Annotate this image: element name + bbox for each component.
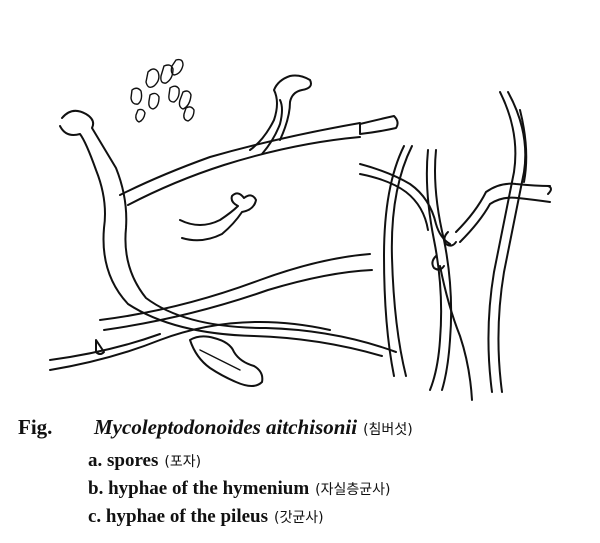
species-korean-name: (침버섯) bbox=[363, 422, 413, 438]
hyphae-illustration bbox=[49, 58, 552, 401]
caption-item-korean: (자실층균사) bbox=[315, 482, 391, 498]
caption-item-korean: (갓균사) bbox=[274, 510, 324, 526]
caption-item-pileus: c. hyphae of the pileus (갓균사) bbox=[88, 506, 324, 528]
hymenium-hyphae-drawing bbox=[49, 74, 399, 387]
caption-item-korean: (포자) bbox=[164, 454, 202, 470]
figure-label: Fig. bbox=[18, 415, 53, 439]
figure-caption: Fig. Mycoleptodonoides aitchisonii (침버섯) a… bbox=[0, 405, 600, 543]
caption-item-text: c. hyphae of the pileus bbox=[88, 506, 268, 527]
caption-item-text: b. hyphae of the hymenium bbox=[88, 478, 310, 499]
caption-item-text: a. spores bbox=[88, 450, 159, 471]
figure-title-line: Fig. Mycoleptodonoides aitchisonii (침버섯) bbox=[18, 415, 413, 440]
caption-item-hymenium: b. hyphae of the hymenium (자실층균사) bbox=[88, 478, 391, 500]
spores-drawing bbox=[130, 58, 195, 123]
pileus-hyphae-drawing bbox=[359, 91, 552, 401]
caption-item-spores: a. spores (포자) bbox=[88, 450, 201, 472]
species-name: Mycoleptodonoides aitchisonii bbox=[94, 415, 358, 439]
